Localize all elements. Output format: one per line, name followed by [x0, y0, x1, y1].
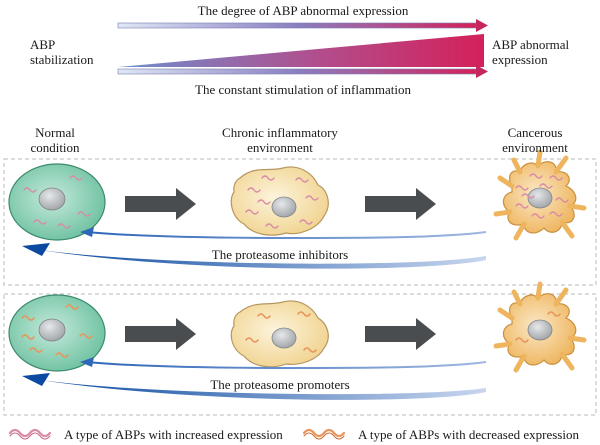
legend-decreased-icon: [302, 428, 346, 440]
stage-normal-line1: Normal: [35, 125, 75, 140]
right-label-line1: ABP abnormal: [492, 37, 570, 52]
cancer-cell-panel1: [493, 149, 587, 241]
panel-promoters-frame: [3, 293, 597, 416]
return-arrow-short-panel1: [80, 227, 487, 240]
header-bottom-arrow: [117, 65, 488, 78]
stage-cancerous-line1: Cancerous: [507, 125, 563, 140]
stage-chronic-line1: Chronic inflammatory: [222, 125, 338, 140]
panel-inhibitors-label: The proteasome inhibitors: [211, 247, 349, 262]
header-bottom-label: The constant stimulation of inflammation: [195, 82, 411, 97]
header-top-label: The degree of ABP abnormal expression: [197, 3, 409, 18]
abp-decreased-marks: [245, 311, 317, 353]
left-label-line2: stabilization: [30, 52, 94, 67]
progression-arrow-1: [125, 188, 196, 220]
cancer-cell-panel2: [493, 281, 587, 373]
stage-cancerous-line2: environment: [502, 140, 568, 155]
expression-gradient-wedge: [118, 34, 484, 67]
stage-chronic-line2: environment: [247, 140, 313, 155]
abp-decreased-marks: [21, 304, 93, 358]
legend-increased-label: A type of ABPs with increased expression: [64, 427, 283, 442]
abp-decreased-marks: [515, 311, 561, 343]
return-arrow-long-panel2: [22, 373, 486, 400]
left-label-line1: ABP: [30, 37, 56, 52]
abp-increased-marks: [245, 175, 319, 229]
legend-decreased-label: A type of ABPs with decreased expression: [358, 427, 579, 442]
inflamed-cell-panel1: [230, 166, 329, 236]
return-arrow-long-panel1: [22, 243, 486, 269]
panel-promoters-label: The proteasome promoters: [210, 377, 350, 392]
progression-arrow-2: [365, 188, 436, 220]
normal-cell-panel1: [8, 163, 106, 241]
right-label-line2: expression: [492, 52, 548, 67]
stage-normal-line2: condition: [30, 140, 80, 155]
header-top-arrow: [117, 19, 488, 32]
panel-inhibitors-frame: [3, 158, 597, 286]
inflamed-cell-panel2: [230, 300, 329, 368]
normal-cell-panel2: [8, 294, 106, 372]
abp-increased-marks: [23, 175, 91, 229]
return-arrow-short-panel2: [80, 357, 487, 370]
progression-arrow-4: [365, 318, 436, 350]
progression-arrow-3: [125, 318, 196, 350]
abp-increased-marks: [515, 173, 569, 219]
legend-increased-icon: [8, 428, 52, 440]
